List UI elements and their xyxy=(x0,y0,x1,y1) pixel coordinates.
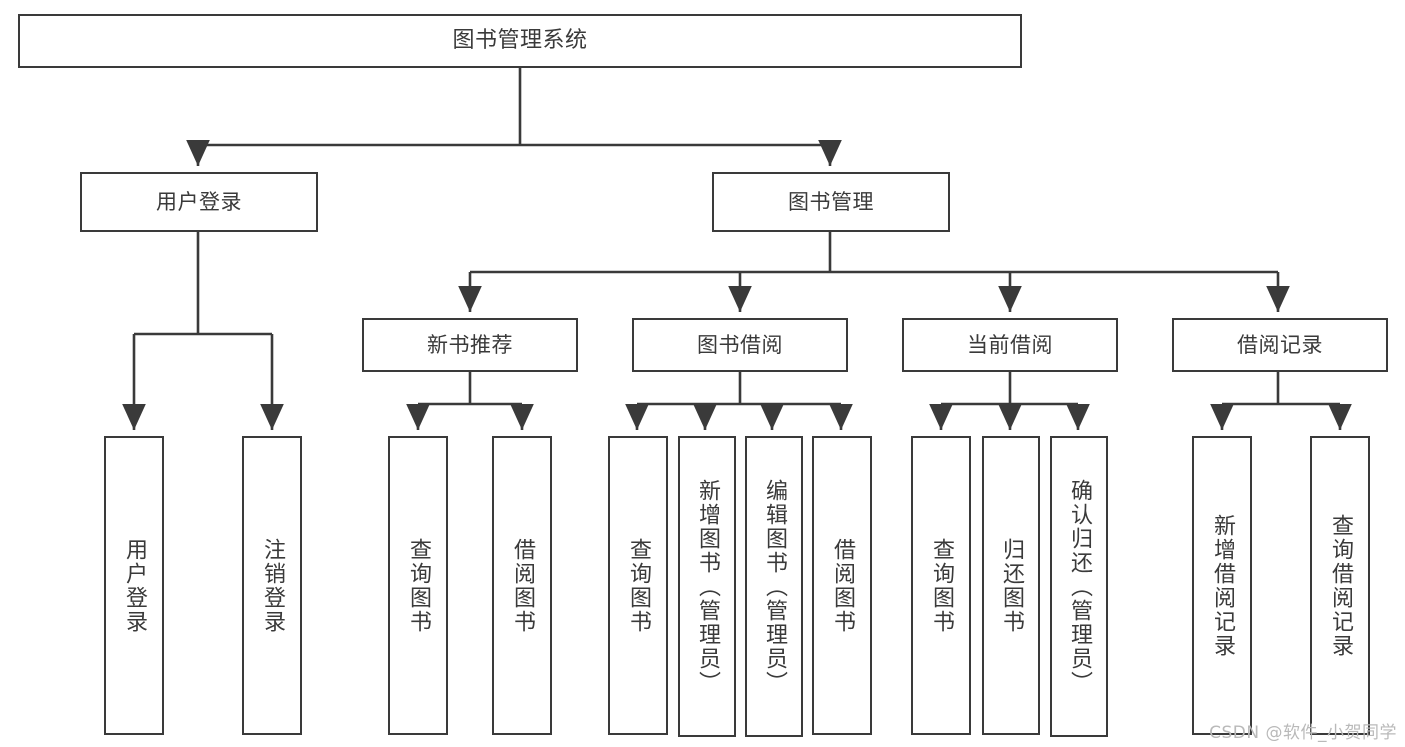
node-label: 用户登录 xyxy=(156,189,242,214)
node-label: 借阅图书 xyxy=(510,537,535,634)
node-label: 新书推荐 xyxy=(427,332,513,357)
node-leaf-user-login[interactable]: 用户登录 xyxy=(104,436,164,735)
node-leaf-add-borrow-record[interactable]: 新增借阅记录 xyxy=(1192,436,1252,735)
node-leaf-query-borrow-record[interactable]: 查询借阅记录 xyxy=(1310,436,1370,735)
node-leaf-add-book-admin[interactable]: 新增图书（管理员） xyxy=(678,436,736,737)
node-label: 新增图书（管理员） xyxy=(695,478,720,695)
node-label: 查询图书 xyxy=(406,537,431,634)
node-leaf-borrow-book[interactable]: 借阅图书 xyxy=(812,436,872,735)
node-leaf-edit-book-admin[interactable]: 编辑图书（管理员） xyxy=(745,436,803,737)
node-borrow-record[interactable]: 借阅记录 xyxy=(1172,318,1388,372)
node-label: 图书管理系统 xyxy=(452,28,588,54)
node-label: 查询借阅记录 xyxy=(1328,513,1353,658)
node-label: 新增借阅记录 xyxy=(1210,513,1235,658)
node-label: 借阅记录 xyxy=(1237,332,1323,357)
node-label: 查询图书 xyxy=(929,537,954,634)
node-leaf-return-book[interactable]: 归还图书 xyxy=(982,436,1040,735)
node-leaf-logout[interactable]: 注销登录 xyxy=(242,436,302,735)
node-label: 编辑图书（管理员） xyxy=(762,478,787,695)
node-label: 当前借阅 xyxy=(967,332,1053,357)
node-leaf-borrow-book-recommend[interactable]: 借阅图书 xyxy=(492,436,552,735)
watermark-text: CSDN @软件_小贺同学 xyxy=(1209,723,1397,743)
node-label: 图书借阅 xyxy=(697,332,783,357)
node-label: 图书管理 xyxy=(788,189,874,214)
node-new-book-recommend[interactable]: 新书推荐 xyxy=(362,318,578,372)
node-root-library-system[interactable]: 图书管理系统 xyxy=(18,14,1022,68)
node-label: 用户登录 xyxy=(122,537,147,634)
node-current-borrow[interactable]: 当前借阅 xyxy=(902,318,1118,372)
node-label: 查询图书 xyxy=(626,537,651,634)
node-book-borrow[interactable]: 图书借阅 xyxy=(632,318,848,372)
node-label: 注销登录 xyxy=(260,537,285,634)
node-leaf-query-book-current[interactable]: 查询图书 xyxy=(911,436,971,735)
node-user-login[interactable]: 用户登录 xyxy=(80,172,318,232)
node-leaf-query-book-borrow[interactable]: 查询图书 xyxy=(608,436,668,735)
node-label: 归还图书 xyxy=(999,537,1024,634)
node-book-management[interactable]: 图书管理 xyxy=(712,172,950,232)
node-label: 借阅图书 xyxy=(830,537,855,634)
node-leaf-query-book-recommend[interactable]: 查询图书 xyxy=(388,436,448,735)
node-leaf-confirm-return-admin[interactable]: 确认归还（管理员） xyxy=(1050,436,1108,737)
node-label: 确认归还（管理员） xyxy=(1067,478,1092,695)
